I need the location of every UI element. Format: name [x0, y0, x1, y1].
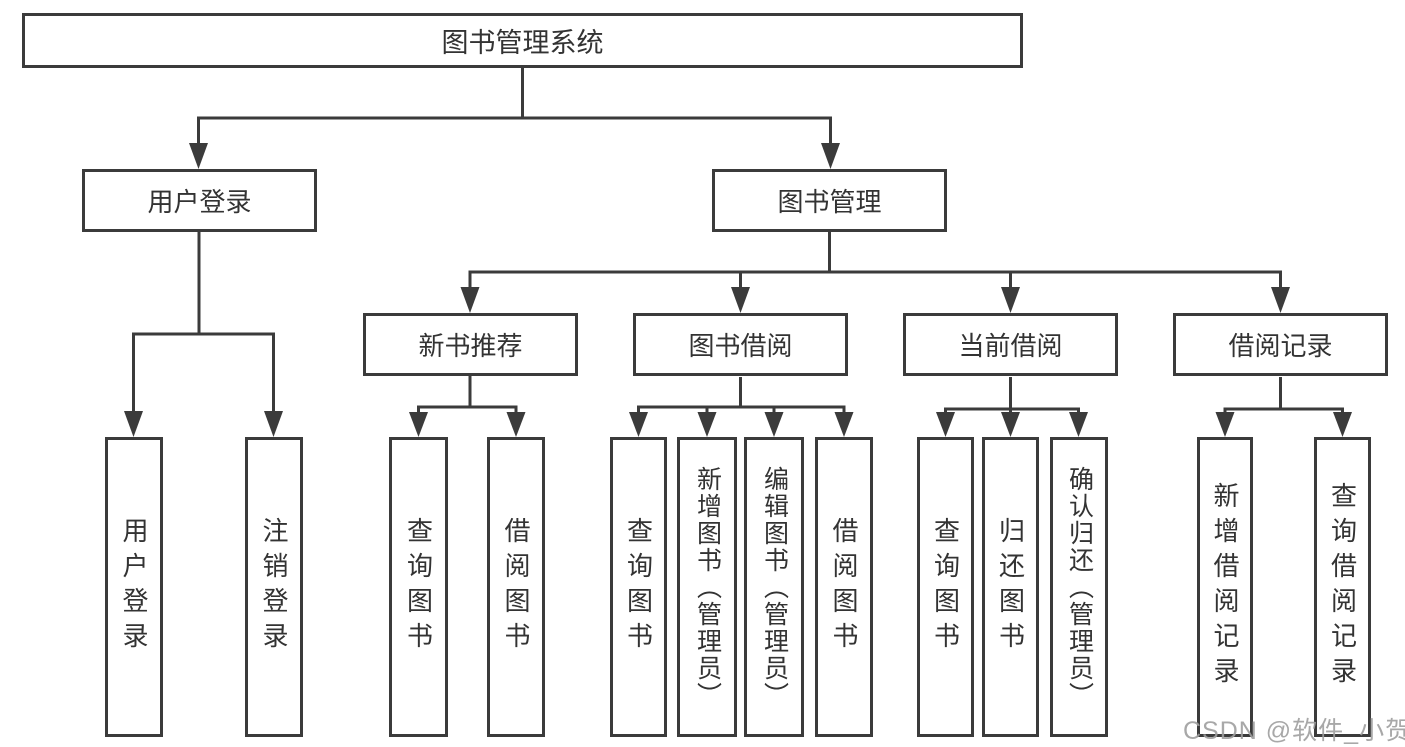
connector-new-book-rail: [417, 405, 518, 416]
node-user-login-label: 用户登录: [147, 187, 252, 217]
connector-level3-rail: [468, 270, 1282, 291]
node-borrow-record: 借阅记录: [1173, 313, 1388, 376]
leaf-edit-books-admin: 编辑图书（管理员）: [744, 437, 804, 737]
arrowheads: [124, 143, 1352, 437]
arrow-to-current-borrow: [1001, 287, 1020, 313]
connector-level2-rail: [197, 116, 832, 147]
arrow-to-leaf-logout: [264, 411, 283, 437]
node-book-management: 图书管理: [712, 169, 947, 232]
leaf-borrow-books-1: 借阅图书: [487, 437, 545, 737]
leaf-query-borrow-record: 查询借阅记录: [1314, 437, 1371, 737]
leaf-query-books-2-label: 查询图书: [623, 517, 654, 657]
leaf-return-books: 归还图书: [982, 437, 1039, 737]
leaf-query-books-3: 查询图书: [917, 437, 974, 737]
arrow-bb-leaf-1: [697, 412, 717, 437]
node-book-borrow: 图书借阅: [633, 313, 848, 376]
arrow-bb-leaf-2: [764, 412, 784, 437]
connector-user-login-rail: [132, 332, 275, 415]
arrow-cb-leaf-0: [936, 412, 955, 437]
node-user-login: 用户登录: [82, 169, 317, 232]
arrow-to-book-borrow: [731, 287, 750, 313]
leaf-user-login-label: 用户登录: [119, 517, 149, 657]
node-book-management-label: 图书管理: [777, 187, 882, 217]
leaf-logout: 注销登录: [245, 437, 303, 737]
connector-borrow-record-rail: [1223, 407, 1344, 416]
arrow-to-new-book: [460, 287, 480, 313]
arrow-bb-leaf-0: [629, 412, 648, 437]
leaf-return-books-label: 归还图书: [995, 517, 1026, 657]
leaf-borrow-books-1-label: 借阅图书: [501, 517, 531, 657]
node-current-borrow: 当前借阅: [903, 313, 1118, 376]
connector-book-borrow-rail: [637, 405, 846, 416]
node-book-borrow-label: 图书借阅: [688, 331, 793, 361]
leaf-confirm-return-admin: 确认归还（管理员）: [1050, 437, 1108, 737]
node-new-book-recommend-label: 新书推荐: [418, 331, 523, 361]
leaf-confirm-return-admin-label: 确认归还（管理员）: [1065, 465, 1094, 709]
node-root-label: 图书管理系统: [441, 28, 604, 58]
leaf-query-books-1: 查询图书: [389, 437, 448, 737]
arrow-br-leaf-0: [1215, 412, 1235, 437]
arrow-bb-leaf-3: [834, 412, 854, 437]
leaf-user-login: 用户登录: [105, 437, 163, 737]
csdn-watermark: CSDN @软件_小贺同学: [1183, 717, 1405, 745]
leaf-edit-books-admin-label: 编辑图书（管理员）: [760, 465, 789, 709]
leaf-add-books-admin: 新增图书（管理员）: [677, 437, 737, 737]
arrow-nb-leaf-1: [506, 412, 526, 437]
arrow-to-book-mgmt: [821, 143, 840, 169]
leaf-borrow-books-2-label: 借阅图书: [829, 517, 859, 657]
node-root: 图书管理系统: [22, 13, 1023, 68]
arrow-cb-leaf-1: [1001, 412, 1020, 437]
node-current-borrow-label: 当前借阅: [958, 331, 1063, 361]
arrow-to-borrow-record: [1271, 287, 1290, 313]
leaf-add-borrow-record: 新增借阅记录: [1197, 437, 1253, 737]
node-borrow-record-label: 借阅记录: [1228, 331, 1333, 361]
leaf-query-books-2: 查询图书: [610, 437, 667, 737]
node-new-book-recommend: 新书推荐: [363, 313, 578, 376]
leaf-add-books-admin-label: 新增图书（管理员）: [693, 465, 722, 709]
arrow-nb-leaf-0: [409, 412, 428, 437]
leaf-add-borrow-record-label: 新增借阅记录: [1210, 482, 1240, 692]
leaf-query-books-1-label: 查询图书: [403, 517, 434, 657]
leaf-query-books-3-label: 查询图书: [930, 517, 961, 657]
arrow-cb-leaf-2: [1069, 412, 1088, 437]
leaf-query-borrow-record-label: 查询借阅记录: [1327, 482, 1358, 692]
arrow-to-user-login: [189, 143, 208, 169]
arrow-br-leaf-1: [1333, 412, 1352, 437]
leaf-borrow-books-2: 借阅图书: [815, 437, 873, 737]
arrow-to-leaf-user-login: [124, 411, 143, 437]
leaf-logout-label: 注销登录: [259, 517, 289, 657]
